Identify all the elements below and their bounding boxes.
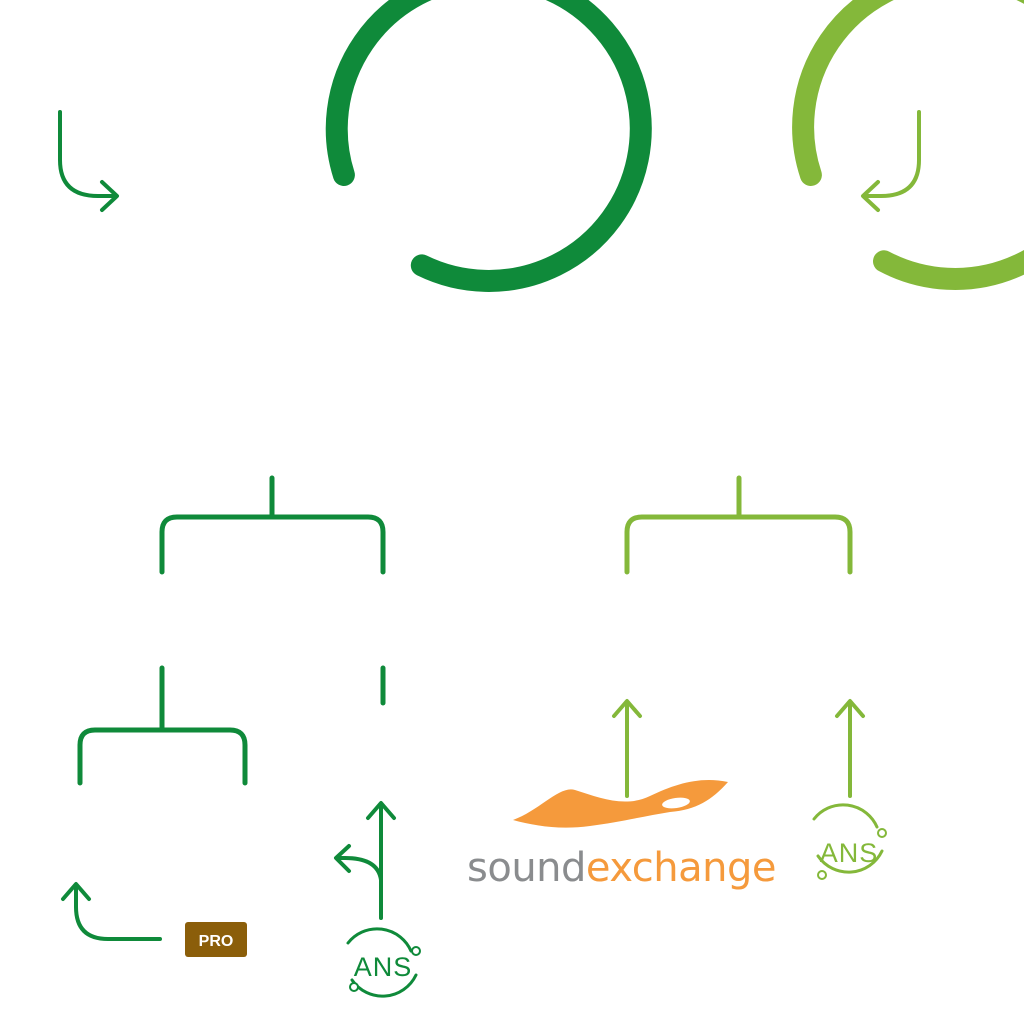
soundexchange-exchange: exchange xyxy=(586,845,776,891)
ans-right-logo[interactable]: ANS xyxy=(812,803,887,880)
pro-return-arrow xyxy=(61,882,162,941)
left-incoming-arrow xyxy=(58,110,119,212)
soundexchange-up-arrow xyxy=(612,699,642,798)
left-ring xyxy=(325,0,652,292)
ans-right-label: ANS xyxy=(820,838,879,868)
left-branch: PRO ANS xyxy=(58,0,652,998)
right-branch: soundexchange ANS xyxy=(467,0,1024,891)
right-bracket xyxy=(624,514,853,575)
right-incoming-arrow xyxy=(861,110,921,212)
soundexchange-swoosh xyxy=(513,779,728,828)
soundexchange-sound: sound xyxy=(467,845,586,891)
left-bracket xyxy=(159,514,386,575)
right-ring xyxy=(792,0,1024,290)
ans-left-arrows xyxy=(334,801,396,920)
pro-label: PRO xyxy=(199,933,234,950)
ans-left-logo[interactable]: ANS xyxy=(346,927,421,998)
ans-right-up-arrow xyxy=(835,699,865,798)
pro-badge[interactable]: PRO xyxy=(185,922,247,957)
soundexchange-wordmark: soundexchange xyxy=(467,845,776,891)
soundexchange-logo[interactable]: soundexchange xyxy=(467,779,777,891)
left-lower-bracket xyxy=(77,727,248,786)
ans-left-label: ANS xyxy=(354,952,413,982)
